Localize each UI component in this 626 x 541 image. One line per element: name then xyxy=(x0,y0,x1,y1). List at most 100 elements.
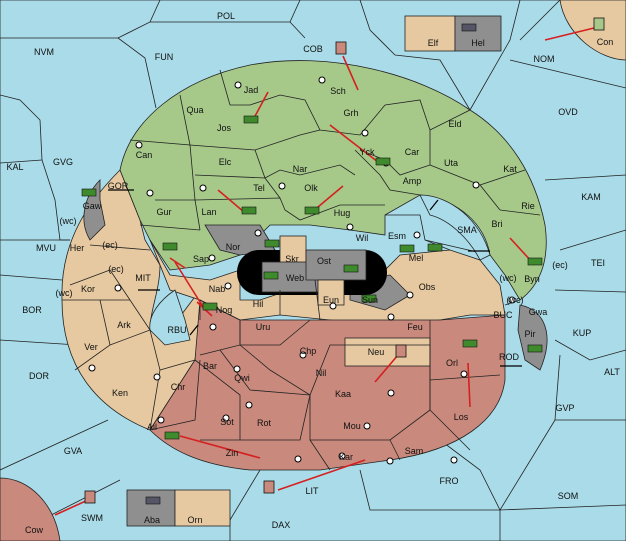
label-Los: Los xyxy=(454,412,469,422)
army-Orl[interactable] xyxy=(462,339,478,348)
label-Elf: Elf xyxy=(428,38,439,48)
army-Mel[interactable] xyxy=(427,243,443,252)
army-Jos[interactable] xyxy=(243,115,259,124)
army-Nor[interactable] xyxy=(264,239,280,248)
label-GVG: GVG xyxy=(53,157,73,167)
label-Ver: Ver xyxy=(84,342,98,352)
label-Her: Her xyxy=(70,243,85,253)
label-GOR: GOR xyxy=(108,181,129,191)
label-KAL: KAL xyxy=(6,162,23,172)
label-Bri: Bri xyxy=(492,219,503,229)
fleet-Con[interactable] xyxy=(593,17,605,31)
label-Hel: Hel xyxy=(471,38,485,48)
army-Yck[interactable] xyxy=(375,157,391,166)
region-Eun[interactable] xyxy=(317,279,345,306)
coast-notes: (wc) (ec) (ec) (wc) (wc) (ec) (wc) xyxy=(56,216,568,305)
label-Hil: Hil xyxy=(253,299,264,309)
label-KAM: KAM xyxy=(581,192,601,202)
label-SOM: SOM xyxy=(558,491,579,501)
label-Jad: Jad xyxy=(244,85,259,95)
region-Aba[interactable] xyxy=(126,489,176,527)
label-SMA: SMA xyxy=(457,225,477,235)
label-Chp: Chp xyxy=(300,346,317,356)
label-TEI: TEI xyxy=(591,258,605,268)
fleet-Aba[interactable] xyxy=(145,496,161,505)
label-Sun: Sun xyxy=(362,295,378,305)
label-BUC: BUC xyxy=(493,310,513,320)
land-labels: Jad Qua Jos Sch Grh Can Elc Nar Yck Car … xyxy=(25,37,613,535)
army-Ost[interactable] xyxy=(343,264,359,273)
label-MVU: MVU xyxy=(36,243,56,253)
fleet-COB[interactable] xyxy=(335,41,347,55)
label-ROD: ROD xyxy=(499,352,520,362)
label-Nor: Nor xyxy=(226,242,241,252)
label-Nil: Nil xyxy=(316,368,327,378)
label-KUP: KUP xyxy=(573,328,592,338)
label-Car: Car xyxy=(405,147,420,157)
army-Ail[interactable] xyxy=(164,431,180,440)
army-Lan[interactable] xyxy=(241,206,257,215)
label-SWM: SWM xyxy=(81,513,103,523)
fleet-Neu[interactable] xyxy=(395,344,407,358)
army-Gaw[interactable] xyxy=(81,188,97,197)
label-Nab: Nab xyxy=(209,284,226,294)
army-Hug[interactable] xyxy=(304,206,320,215)
label-Jos: Jos xyxy=(217,123,232,133)
label-Mel: Mel xyxy=(409,253,424,263)
label-Neu: Neu xyxy=(368,347,385,357)
label-RBU: RBU xyxy=(167,325,186,335)
label-Zin: Zin xyxy=(226,448,239,458)
coast-note: (ec) xyxy=(102,240,118,250)
region-Hel[interactable] xyxy=(454,15,502,52)
label-GVP: GVP xyxy=(555,403,574,413)
label-Ost: Ost xyxy=(317,256,332,266)
region-Ost[interactable] xyxy=(305,249,367,281)
label-Gaw: Gaw xyxy=(83,201,102,211)
label-Rot: Rot xyxy=(257,418,272,428)
label-Pir: Pir xyxy=(525,329,536,339)
arm-left xyxy=(61,169,201,431)
label-Web: Web xyxy=(286,273,304,283)
label-Nar: Nar xyxy=(293,164,308,174)
coast-note: (wc) xyxy=(500,273,517,283)
label-Hug: Hug xyxy=(334,208,351,218)
region-Neu[interactable] xyxy=(344,337,431,367)
label-Sot: Sot xyxy=(220,417,234,427)
label-Nog: Nog xyxy=(216,305,233,315)
army-Pir[interactable] xyxy=(527,344,543,353)
army-Byn[interactable] xyxy=(527,257,543,266)
army-Web[interactable] xyxy=(263,271,279,280)
army-Nog[interactable] xyxy=(202,302,218,311)
units xyxy=(81,17,605,505)
label-FUN: FUN xyxy=(155,52,174,62)
region-Con[interactable] xyxy=(559,0,626,61)
label-Uru: Uru xyxy=(256,322,271,332)
region-Elf[interactable] xyxy=(404,15,456,52)
label-NOM: NOM xyxy=(534,54,555,64)
label-Elc: Elc xyxy=(219,157,232,167)
label-Skr: Skr xyxy=(285,254,299,264)
coast-note: (ec) xyxy=(108,264,124,274)
label-Can: Can xyxy=(136,150,153,160)
label-DAX: DAX xyxy=(272,520,291,530)
label-Sch: Sch xyxy=(330,86,346,96)
army-Esm[interactable] xyxy=(399,244,415,253)
coast-note: (wc) xyxy=(507,295,524,305)
army-Sap[interactable] xyxy=(162,242,178,251)
label-Tel: Tel xyxy=(253,183,265,193)
sea-MIT-channel xyxy=(149,289,191,346)
label-Gur: Gur xyxy=(156,207,171,217)
region-Gaw[interactable] xyxy=(83,179,106,241)
fleet-SWM[interactable] xyxy=(84,490,96,504)
label-Eun: Eun xyxy=(323,295,339,305)
label-Ken: Ken xyxy=(112,388,128,398)
region-Pir[interactable] xyxy=(517,304,548,371)
label-Bar: Bar xyxy=(203,361,217,371)
army-Sun[interactable] xyxy=(361,294,377,303)
label-Lan: Lan xyxy=(201,207,216,217)
label-Orn: Orn xyxy=(187,515,202,525)
region-Orn[interactable] xyxy=(174,489,231,527)
fleet-Hel[interactable] xyxy=(461,23,477,32)
fleet-LIT[interactable] xyxy=(263,480,275,494)
